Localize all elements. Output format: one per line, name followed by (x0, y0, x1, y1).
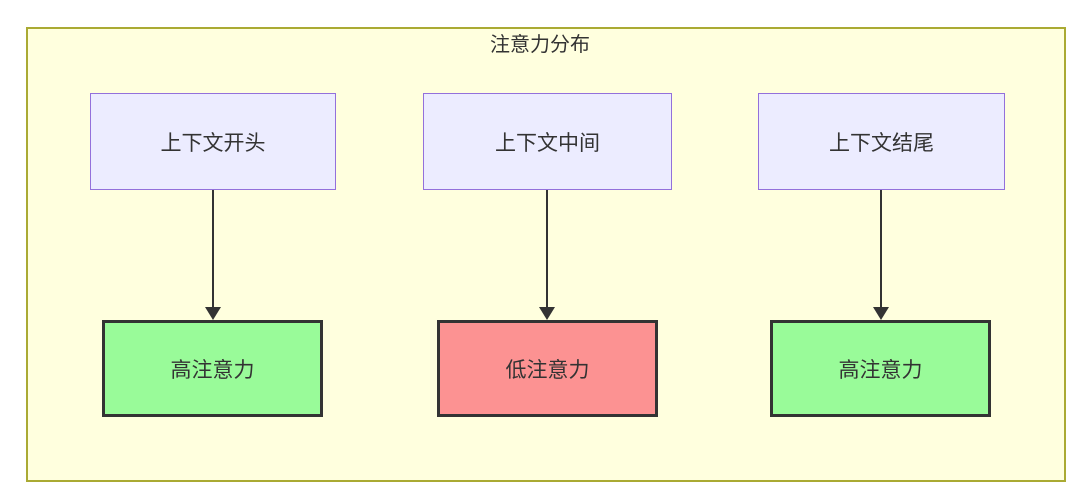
arrowhead-down-icon (539, 307, 555, 320)
node-high-attention-2: 高注意力 (770, 320, 991, 417)
arrowhead-down-icon (873, 307, 889, 320)
node-low-attention: 低注意力 (437, 320, 658, 417)
node-context-middle: 上下文中间 (423, 93, 672, 190)
arrow-start-to-high (205, 190, 221, 320)
arrowhead-down-icon (205, 307, 221, 320)
node-high-attention-1: 高注意力 (102, 320, 323, 417)
arrow-shaft (212, 190, 214, 308)
arrow-end-to-high (873, 190, 889, 320)
arrow-shaft (880, 190, 882, 308)
node-context-start: 上下文开头 (90, 93, 336, 190)
node-context-end: 上下文结尾 (758, 93, 1005, 190)
arrow-middle-to-low (539, 190, 555, 320)
arrow-shaft (546, 190, 548, 308)
diagram-title: 注意力分布 (490, 34, 590, 56)
